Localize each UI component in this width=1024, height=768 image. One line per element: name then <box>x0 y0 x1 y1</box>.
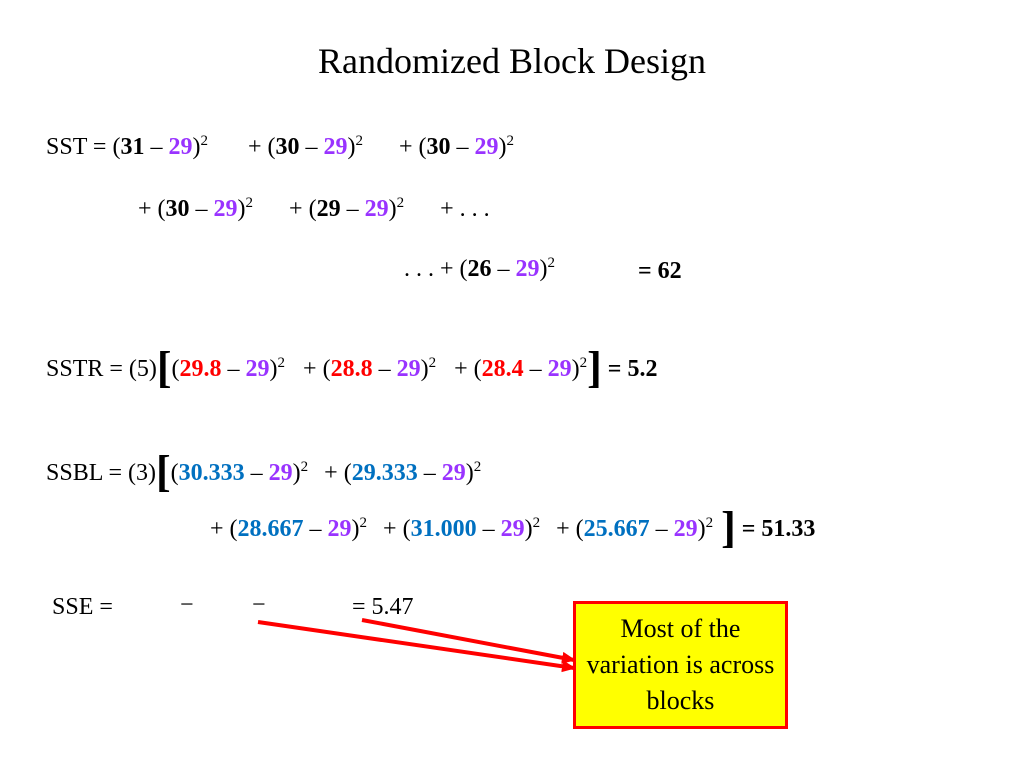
grand-mean: 29 <box>441 460 466 486</box>
callout-box: Most of the variation is across blocks <box>573 601 788 729</box>
callout-text: Most of the variation is across blocks <box>586 614 775 715</box>
grand-mean: 29 <box>364 196 389 222</box>
sst-term-value: 30 <box>426 134 451 160</box>
block-mean: 25.667 <box>583 516 650 542</box>
block-mean: 29.333 <box>351 460 418 486</box>
sst-term-value: 30 <box>275 134 300 160</box>
ssbl-line-2: + (28.667 – 29)2 + (31.000 – 29)2 + (25.… <box>210 503 816 552</box>
ssbl-line-1: SSBL = (3)[(30.333 – 29)2 + (29.333 – 29… <box>46 447 482 496</box>
grand-mean: 29 <box>327 516 352 542</box>
sstr-line: SSTR = (5)[(29.8 – 29)2 + (28.8 – 29)2 +… <box>46 343 658 392</box>
grand-mean: 29 <box>323 134 348 160</box>
grand-mean: 29 <box>515 256 540 282</box>
block-mean: 30.333 <box>178 460 245 486</box>
slide-title: Randomized Block Design <box>318 41 706 81</box>
arrow-to-second-term <box>361 618 576 664</box>
sst-result: = 62 <box>638 258 682 284</box>
treatment-mean: 28.8 <box>330 356 373 382</box>
grand-mean: 29 <box>213 196 238 222</box>
sse-minus-1: − <box>180 592 194 618</box>
sst-term-value: 26 <box>467 256 492 282</box>
sst-term-value: 29 <box>316 196 341 222</box>
grand-mean: 29 <box>268 460 293 486</box>
treatment-mean: 29.8 <box>179 356 222 382</box>
sst-line-1: SST = (31 – 29)2 + (30 – 29)2 + (30 – 29… <box>46 133 515 161</box>
sse-label: SSE = <box>52 594 113 620</box>
treatment-mean: 28.4 <box>481 356 524 382</box>
block-mean: 31.000 <box>410 516 477 542</box>
sst-line-2: + (30 – 29)2 + (29 – 29)2 + . . . <box>138 195 490 223</box>
grand-mean: 29 <box>474 134 499 160</box>
sst-line-3: . . . + (26 – 29)2 <box>404 255 556 283</box>
sst-label: SST = ( <box>46 134 121 160</box>
sstr-label: SSTR = (5) <box>46 356 157 382</box>
sse-minus-2: − <box>252 592 266 618</box>
grand-mean: 29 <box>245 356 270 382</box>
sst-ellipsis: + . . . <box>440 196 490 222</box>
sstr-result: = 5.2 <box>607 356 658 382</box>
block-mean: 28.667 <box>237 516 304 542</box>
sse-result: = 5.47 <box>352 594 414 620</box>
sst-term-value: 30 <box>165 196 190 222</box>
grand-mean: 29 <box>396 356 421 382</box>
sst-term-value: 31 <box>120 134 145 160</box>
grand-mean: 29 <box>673 516 698 542</box>
grand-mean: 29 <box>547 356 572 382</box>
grand-mean: 29 <box>168 134 193 160</box>
grand-mean: 29 <box>500 516 525 542</box>
arrow-to-first-term <box>257 620 576 673</box>
ssbl-label: SSBL = (3) <box>46 460 156 486</box>
ssbl-result: = 51.33 <box>741 516 816 542</box>
